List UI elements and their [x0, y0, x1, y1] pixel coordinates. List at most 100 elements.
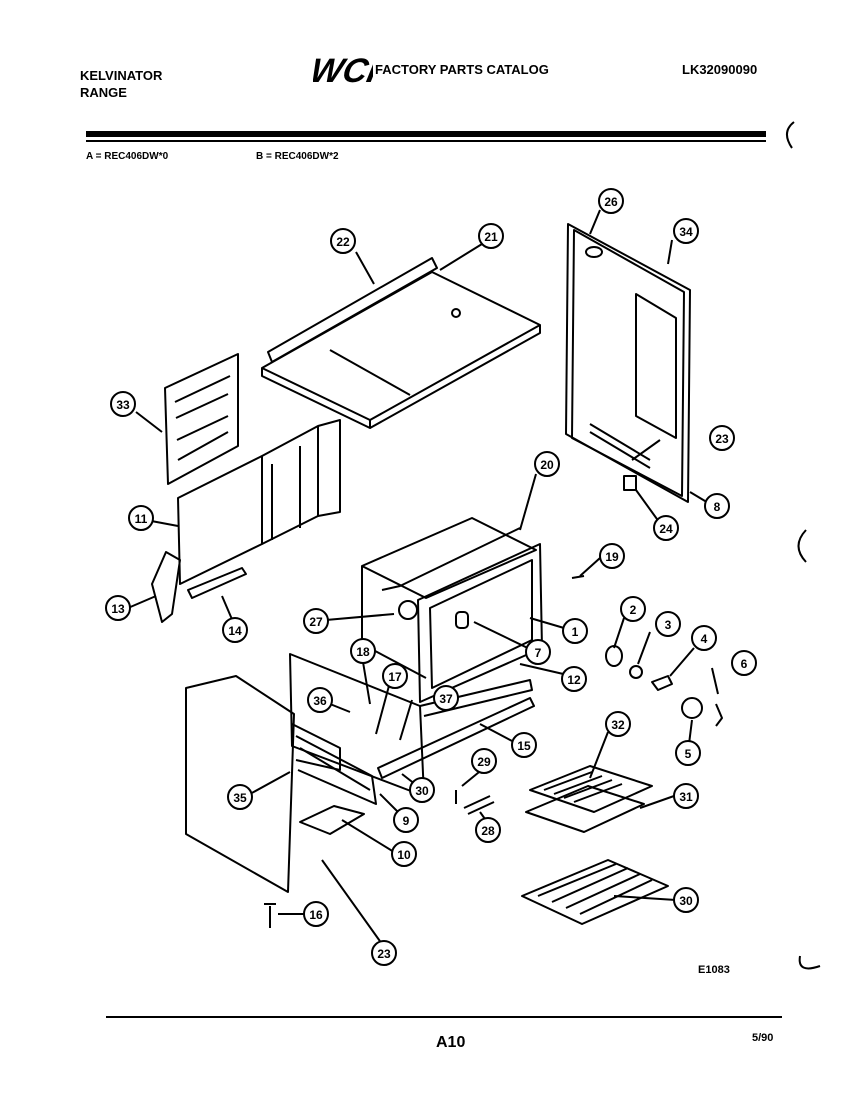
svg-text:17: 17	[388, 670, 402, 684]
svg-text:1: 1	[572, 625, 579, 639]
svg-text:30: 30	[679, 894, 693, 908]
svg-text:13: 13	[111, 602, 125, 616]
callout-27: 28	[475, 817, 501, 843]
svg-text:18: 18	[356, 645, 370, 659]
callout-12: 12	[561, 666, 587, 692]
svg-text:14: 14	[228, 624, 242, 638]
svg-text:33: 33	[116, 398, 130, 412]
top-panel-part	[261, 257, 541, 429]
svg-text:10: 10	[397, 848, 411, 862]
callout-31: 31	[673, 783, 699, 809]
callout-33: 33	[110, 391, 136, 417]
model-a: A = REC406DW*0	[86, 151, 169, 162]
side-panel-part	[185, 675, 377, 893]
knob-shaft-part	[651, 675, 673, 691]
svg-text:24: 24	[659, 522, 673, 536]
back-panel-part	[565, 223, 691, 503]
drawer-slide-part	[299, 805, 365, 835]
svg-text:6: 6	[741, 657, 748, 671]
callout-5: 5	[675, 740, 701, 766]
knob-part	[681, 697, 703, 719]
callout-18: 18	[350, 638, 376, 664]
svg-text:5: 5	[685, 747, 692, 761]
diagram-code: E1083	[698, 964, 730, 976]
svg-text:9: 9	[403, 814, 410, 828]
svg-text:37: 37	[439, 692, 453, 706]
svg-text:11: 11	[135, 512, 148, 526]
callout-17: 17	[382, 663, 408, 689]
catalog-title: FACTORY PARTS CATALOG	[375, 62, 549, 77]
callout-35: 35	[227, 784, 253, 810]
svg-text:32: 32	[611, 718, 625, 732]
header-rule-thin	[86, 140, 766, 142]
callout-26: 27	[303, 608, 329, 634]
svg-text:20: 20	[540, 458, 554, 472]
callout-7: 7	[525, 639, 551, 665]
svg-text:4: 4	[701, 632, 708, 646]
callout-4: 4	[691, 625, 717, 651]
svg-text:26: 26	[604, 195, 618, 209]
svg-text:22: 22	[336, 235, 350, 249]
callout-37: 37	[433, 685, 459, 711]
binder-mark	[798, 955, 821, 970]
callout-bubbles: 22 21 26 34 33 23 20 8 24 11 19 13 14 27…	[105, 188, 757, 966]
broiler-pan-part	[525, 765, 653, 833]
callout-3: 3	[655, 611, 681, 637]
bracket-part	[151, 551, 181, 623]
header-rule-thick	[86, 131, 766, 137]
callout-29: 30	[409, 777, 435, 803]
callout-24: 24	[653, 515, 679, 541]
callout-19: 19	[599, 543, 625, 569]
svg-text:3: 3	[665, 618, 672, 632]
callout-36: 36	[307, 687, 333, 713]
callout-23-top: 23	[709, 425, 735, 451]
binder-mark	[786, 121, 795, 149]
callout-34: 34	[673, 218, 699, 244]
svg-text:23: 23	[377, 947, 391, 961]
side-insulation-part	[164, 353, 239, 485]
switch-part	[629, 665, 643, 679]
callout-13: 13	[105, 595, 131, 621]
svg-text:31: 31	[679, 790, 693, 804]
svg-text:36: 36	[313, 694, 327, 708]
callout-23-bottom: 23	[371, 940, 397, 966]
wci-logo: WCI	[313, 52, 373, 86]
page-label: A10	[436, 1034, 466, 1051]
callout-22: 22	[330, 228, 356, 254]
svg-text:7: 7	[535, 646, 542, 660]
callout-8: 8	[704, 493, 730, 519]
svg-text:29: 29	[477, 755, 491, 769]
model-b: B = REC406DW*2	[256, 151, 339, 162]
brand-name: KELVINATOR	[80, 68, 163, 83]
callout-32: 32	[605, 711, 631, 737]
rail-part	[187, 567, 247, 599]
callout-6: 6	[731, 650, 757, 676]
oven-rack-part	[521, 859, 669, 925]
brand-block: KELVINATOR RANGE	[80, 67, 162, 101]
svg-text:23: 23	[715, 432, 729, 446]
svg-text:27: 27	[309, 615, 323, 629]
callout-16: 16	[303, 901, 329, 927]
callout-28: 29	[471, 748, 497, 774]
callout-9: 9	[393, 807, 419, 833]
screw-part	[571, 575, 585, 579]
callout-1: 1	[562, 618, 588, 644]
print-date: 5/90	[752, 1032, 774, 1044]
callout-20: 20	[534, 451, 560, 477]
callout-14: 14	[222, 617, 248, 643]
callout-10: 10	[391, 841, 417, 867]
wci-logo-text: WCI	[313, 52, 373, 86]
svg-text:28: 28	[481, 824, 495, 838]
knob-ring-part	[605, 645, 623, 667]
svg-text:34: 34	[679, 225, 693, 239]
footer-rule	[106, 1016, 782, 1018]
callout-15: 15	[511, 732, 537, 758]
leader-line	[127, 209, 719, 945]
svg-text:2: 2	[630, 603, 637, 617]
clip-part	[463, 795, 495, 815]
document-number: LK32090090	[682, 62, 758, 77]
svg-text:12: 12	[567, 673, 581, 687]
svg-text:30: 30	[415, 784, 429, 798]
product-type: RANGE	[80, 85, 127, 100]
